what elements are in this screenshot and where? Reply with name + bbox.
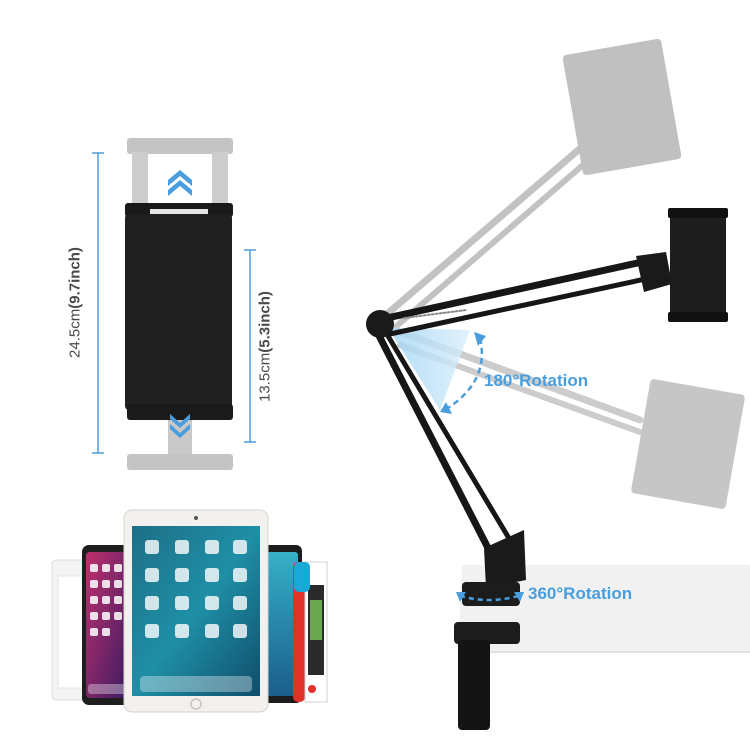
min-height-label: 13.5cm(5.3inch) (257, 287, 274, 407)
total-height-dimension-line (92, 152, 104, 454)
arm-ghost-upper (376, 38, 682, 333)
arm-ghost-lower (391, 326, 745, 509)
device-game-console (293, 561, 328, 703)
holder-active-tablet (668, 208, 728, 322)
total-height-label: 24.5cm(9.7inch) (67, 243, 84, 363)
holder-dimension-diagram (92, 138, 256, 470)
tablet-holder-clamp (125, 203, 233, 420)
arm-head-bracket (636, 252, 672, 292)
min-height-inch: (5.3inch) (256, 291, 274, 353)
extend-up-arrow-icon (168, 170, 192, 196)
rotation-arc-arrow-icon (447, 337, 484, 410)
total-height-inch: (9.7inch) (66, 247, 84, 309)
min-height-cm: 13.5cm (256, 352, 274, 402)
total-height-cm: 24.5cm (66, 308, 84, 358)
desk-surface (458, 565, 750, 653)
device-android-phone (262, 545, 302, 703)
device-smartphone (82, 545, 132, 705)
base-rotation-arrow-icon (459, 594, 519, 602)
base-rotation-label: 360°Rotation (528, 584, 633, 603)
arm-active (368, 258, 653, 552)
arm-elbow-joint (366, 310, 394, 338)
arm-rotation-label: 180°Rotation (484, 371, 589, 390)
device-ipad (123, 509, 269, 713)
holder-extended-ghost (127, 138, 233, 470)
compatible-devices-group (51, 509, 328, 713)
desk-clamp-base (454, 530, 526, 730)
retract-down-arrow-icon (170, 414, 190, 438)
rotation-range-wedge (388, 328, 470, 410)
min-height-dimension-line (244, 249, 256, 443)
